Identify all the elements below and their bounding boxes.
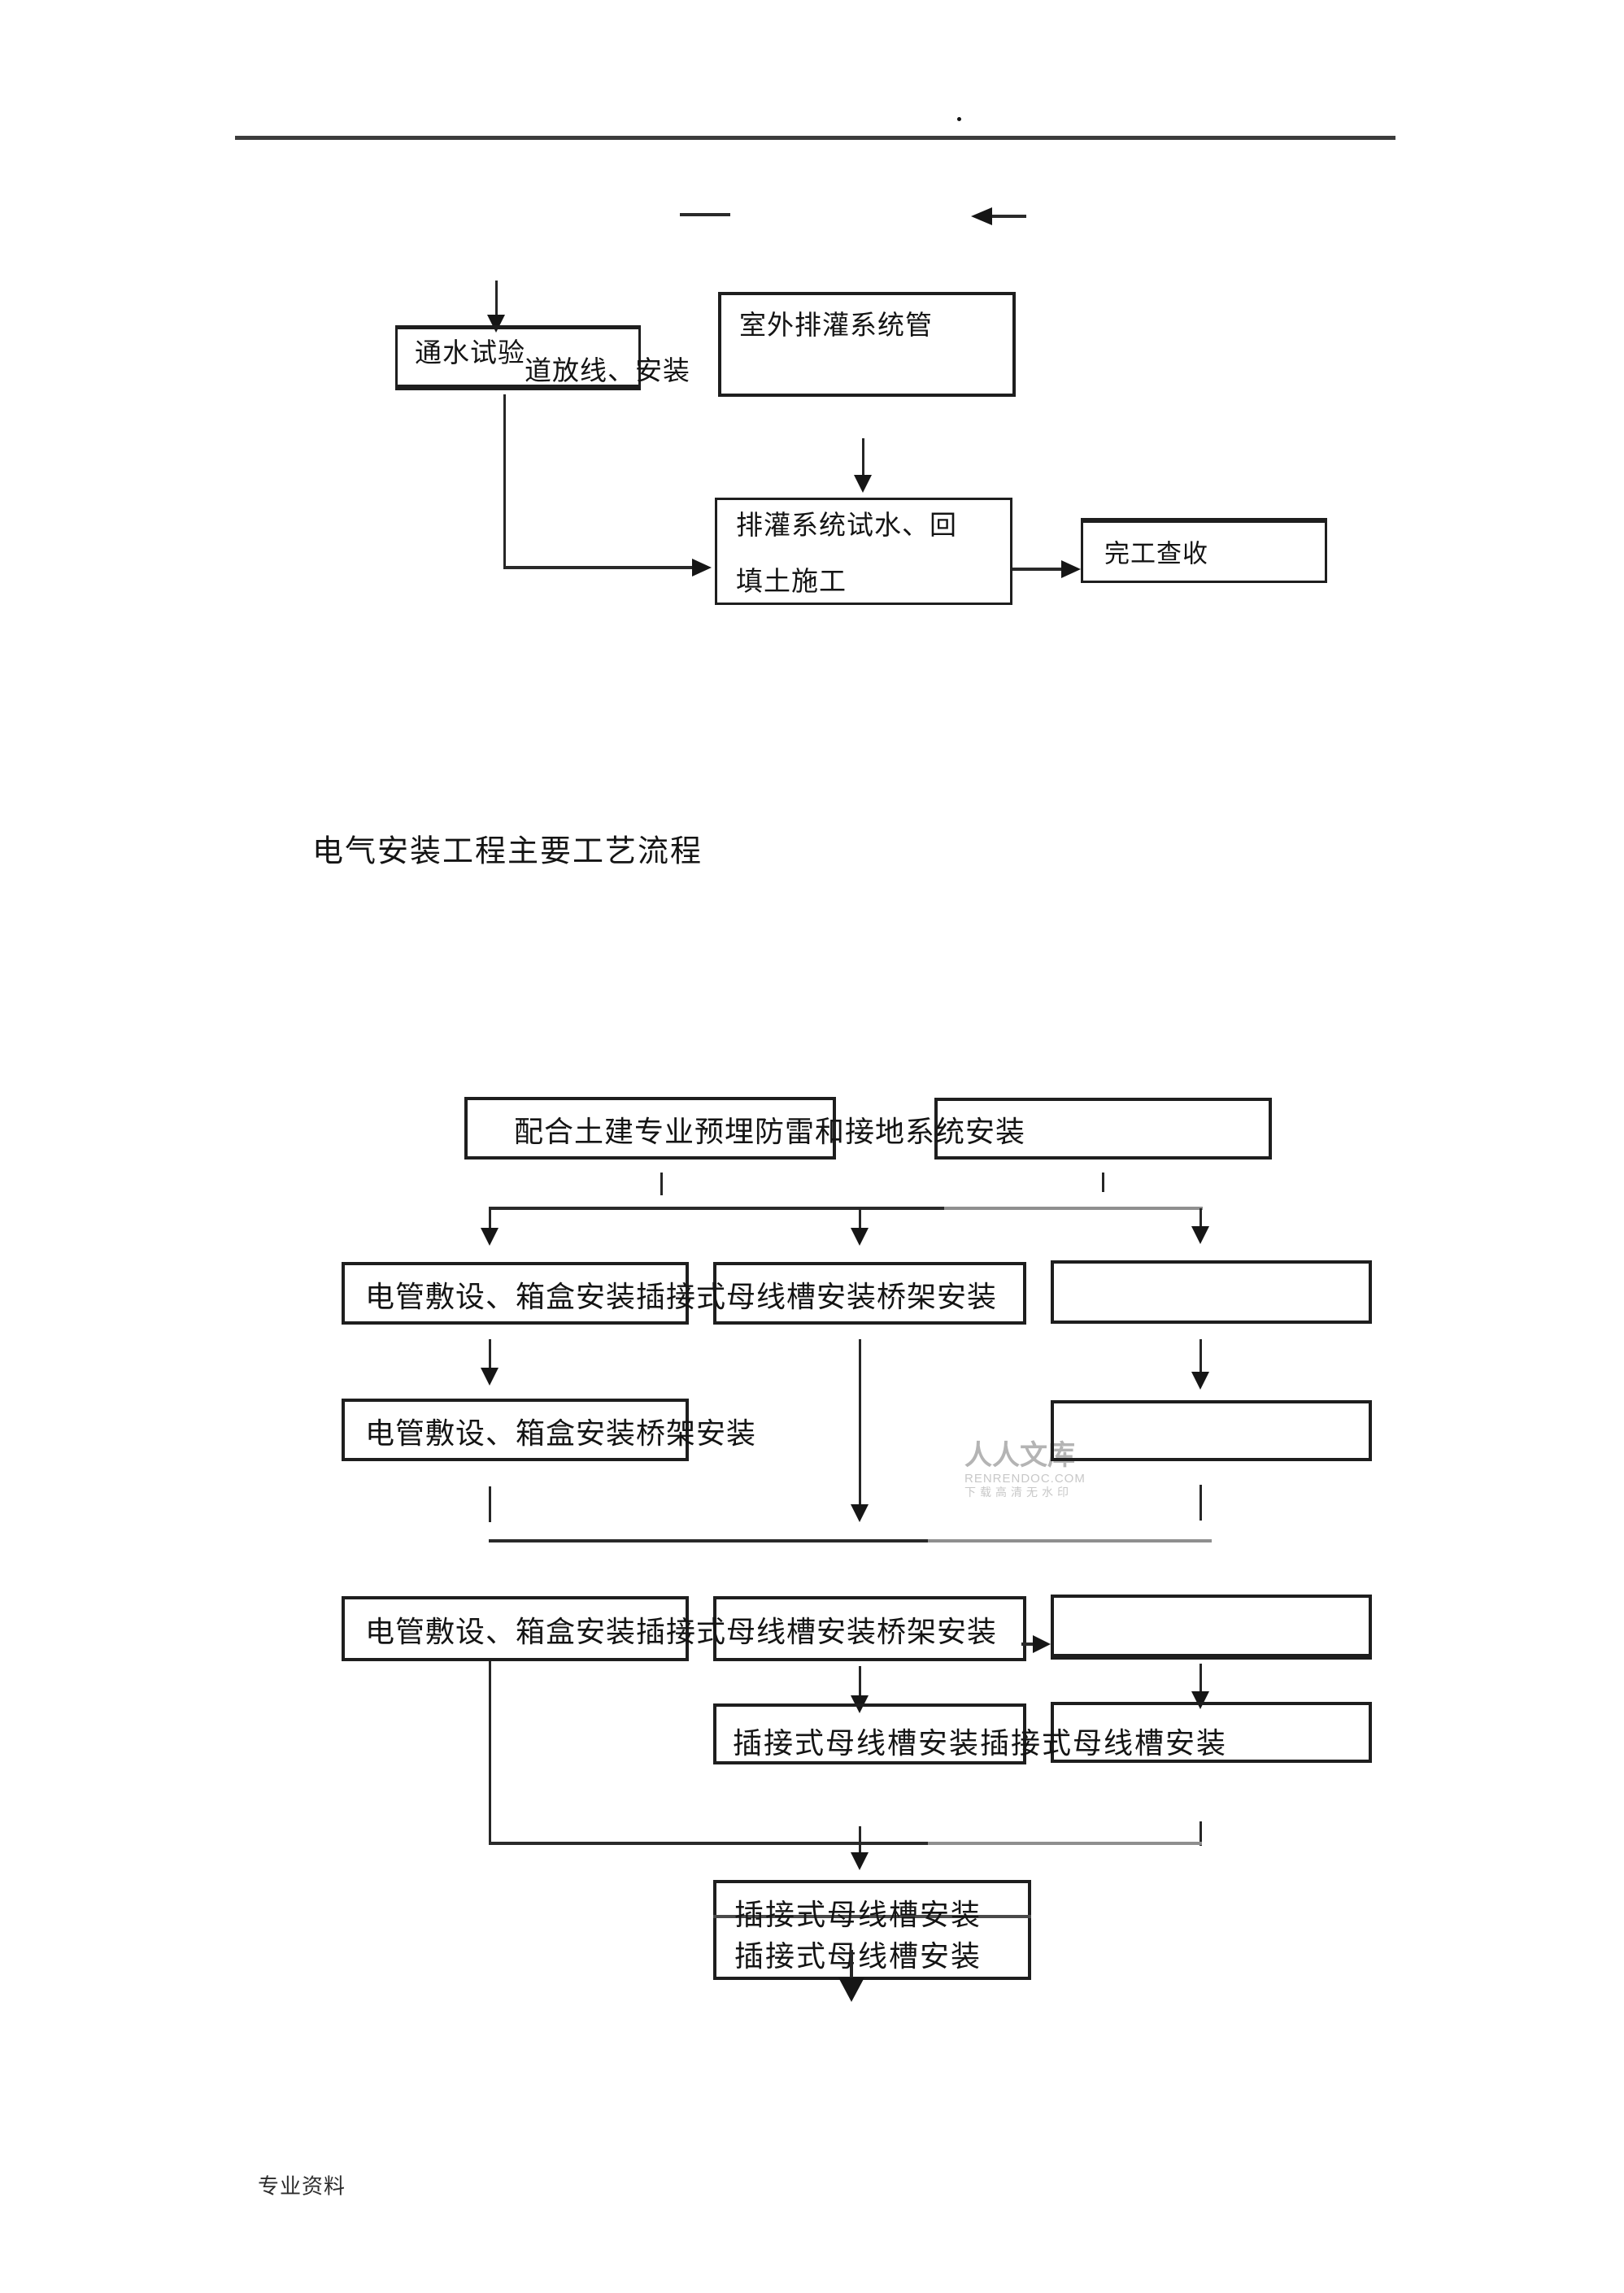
label-busway-line1: 插接式母线槽安装 <box>734 1899 982 1931</box>
arrow-down-icon <box>481 1228 499 1246</box>
header-rule <box>235 136 1395 140</box>
flow-box-busway-final <box>713 1880 1031 1980</box>
label-embed-install: 配合土建专业预埋防雷和接地系统安装 <box>514 1116 1026 1148</box>
arrow-left-shaft <box>989 215 1026 218</box>
flow-box-row4-right <box>1051 1702 1372 1763</box>
connector-drop-left <box>489 1208 491 1229</box>
label-row2: 电管敷设、箱盒安装桥架安装 <box>365 1417 757 1450</box>
connector-drop-middle <box>859 1208 861 1229</box>
final-box-divider <box>713 1915 1031 1918</box>
connector-row3-middle-down <box>859 1666 861 1697</box>
flow-box-embed-install <box>464 1097 836 1160</box>
connector-water-test-right <box>505 566 694 569</box>
connector-row1-left-down <box>489 1339 491 1369</box>
label-outdoor-pipe: 室外排灌系统管 <box>739 311 933 341</box>
arrow-down-icon <box>1191 1372 1209 1390</box>
section-title: 电气安装工程主要工艺流程 <box>312 834 703 869</box>
flow-box-row2-left <box>342 1399 689 1461</box>
distributor-line-1 <box>489 1207 944 1210</box>
arrow-down-icon <box>838 1978 864 2002</box>
flow-box-row3-left <box>342 1596 689 1661</box>
flow-box-row1-right <box>1051 1260 1372 1324</box>
flow-box-row1-left <box>342 1262 689 1325</box>
connector-tick <box>1102 1173 1104 1192</box>
connector-row1-middle-down <box>859 1339 861 1506</box>
flow-box-water-test <box>395 325 641 390</box>
flow-box-row1-middle <box>713 1262 1026 1325</box>
connector-to-completion <box>1012 568 1063 571</box>
arrow-right-icon <box>692 559 712 577</box>
connector-row3-right-shaft <box>1021 1643 1036 1646</box>
label-busway-line2: 插接式母线槽安装 <box>734 1940 982 1973</box>
arrow-right-icon <box>1061 560 1081 578</box>
connector-tick <box>1199 1485 1202 1521</box>
label-pipe-layout: 道放线、安装 <box>525 357 690 386</box>
flow-box-row2-right <box>1051 1400 1372 1461</box>
connector-water-test-down <box>503 394 506 569</box>
connector-outdoor-pipe-down <box>862 438 864 476</box>
connector-row1-right-down <box>1199 1339 1202 1372</box>
label-row1: 电管敷设、箱盒安装插接式母线槽安装桥架安装 <box>365 1281 998 1313</box>
flow-box-system-test <box>715 498 1012 605</box>
connector-tick <box>660 1173 663 1195</box>
arrow-down-icon <box>1191 1226 1209 1244</box>
distributor-line-2 <box>489 1539 928 1542</box>
dash-mark <box>680 213 730 216</box>
arrow-right-icon <box>1033 1635 1051 1653</box>
label-water-test: 通水试验 <box>415 339 525 368</box>
arrow-down-icon <box>851 1852 869 1870</box>
label-row4: 插接式母线槽安装插接式母线槽安装 <box>733 1727 1228 1760</box>
flow-box-outdoor-pipe <box>718 292 1016 397</box>
label-completion: 完工查收 <box>1104 539 1208 568</box>
watermark-brand: 人人文库 <box>964 1441 1075 1471</box>
period-dot <box>957 117 961 121</box>
label-system-test-line2: 填土施工 <box>736 568 847 597</box>
distributor-line-3 <box>489 1842 928 1845</box>
connector-row3-right-down <box>1199 1664 1202 1693</box>
arrow-down-icon <box>851 1228 869 1246</box>
arrow-left-icon <box>971 207 992 225</box>
label-row3: 电管敷设、箱盒安装插接式母线槽安装桥架安装 <box>365 1616 998 1648</box>
connector-tick <box>489 1486 491 1522</box>
flow-box-completion <box>1081 518 1327 583</box>
connector-row3-left-down <box>489 1661 491 1844</box>
distributor-line-1-gray <box>944 1207 1203 1210</box>
watermark: 人人文库 RENRENDOC.COM 下载高清无水印 <box>964 1442 1086 1499</box>
flow-box-row3-right <box>1051 1595 1372 1660</box>
flow-box-row4-middle <box>713 1703 1026 1764</box>
distributor-line-3-gray <box>928 1842 1202 1845</box>
arrow-down-icon <box>851 1504 869 1522</box>
watermark-site: RENRENDOC.COM <box>964 1472 1086 1486</box>
footer-label: 专业资料 <box>258 2174 346 2199</box>
connector-into-water-test <box>495 281 498 317</box>
connector-tick <box>1199 1821 1202 1846</box>
label-system-test-line1: 排灌系统试水、回 <box>736 511 957 541</box>
connector-to-final-box <box>859 1826 861 1854</box>
watermark-tagline: 下载高清无水印 <box>964 1487 1073 1499</box>
arrow-down-icon <box>854 475 872 493</box>
final-arrow-shaft <box>850 1950 853 1979</box>
arrow-down-icon <box>481 1368 499 1386</box>
flow-box-row3-middle <box>713 1596 1026 1661</box>
flow-box-row0-right <box>934 1098 1272 1160</box>
distributor-line-2-gray <box>928 1539 1212 1542</box>
connector-drop-right <box>1199 1208 1202 1228</box>
